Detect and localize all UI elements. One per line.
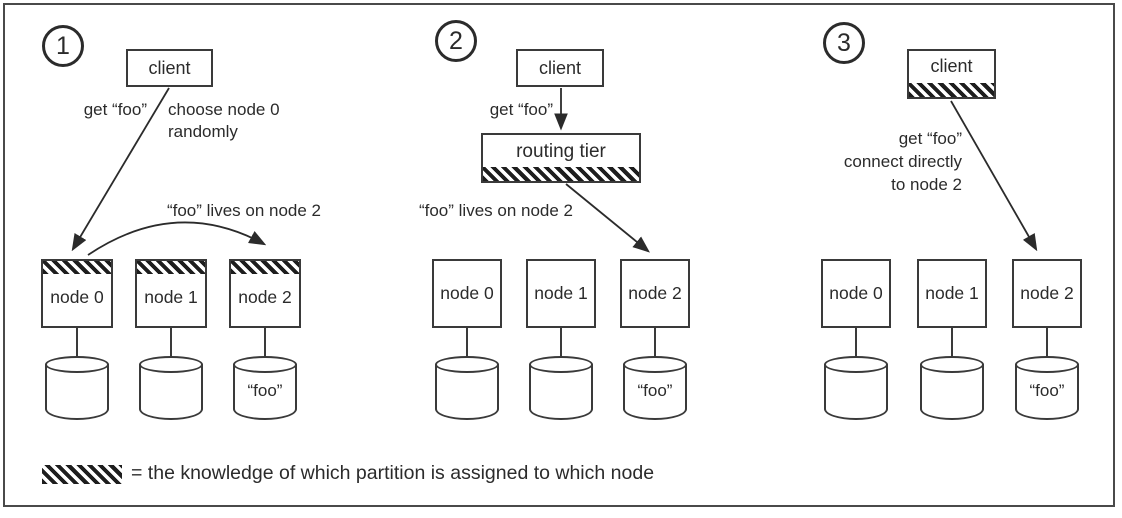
panel1-note-line1: choose node 0 (168, 100, 280, 119)
legend-text: = the knowledge of which partition is as… (131, 462, 655, 484)
panel2-forward-label: “foo” lives on node 2 (418, 201, 574, 220)
panel1-db-value: “foo” (247, 381, 283, 400)
panel1-request-label: get “foo” (83, 100, 147, 119)
panel3-note-line1: get “foo” (898, 129, 962, 148)
panel1-forward-label: “foo” lives on node 2 (166, 201, 322, 220)
panel2-number: 2 (449, 26, 463, 55)
panel3-node0-database-cylinder (824, 356, 888, 420)
panel2-node1-box: node 1 (526, 259, 596, 328)
panel2-request-label: get “foo” (489, 100, 553, 119)
panel3-node2-box: node 2 (1012, 259, 1082, 328)
panel1-node2-database-cylinder: “foo” (233, 356, 297, 420)
panel2-routing-tier-label: routing tier (516, 141, 606, 162)
panel3-number-badge: 3 (823, 22, 865, 64)
panel2-node1-label: node 1 (534, 283, 588, 303)
outer-border (3, 3, 1115, 507)
panel3-node1-label: node 1 (925, 283, 979, 303)
panel1-node0-box: node 0 (41, 259, 113, 328)
panel1-node0-hatch-strip (43, 261, 111, 274)
panel1-node1-label: node 1 (144, 287, 198, 307)
panel2-client-box: client (516, 49, 604, 87)
panel2-db-value: “foo” (637, 381, 673, 400)
panel3-node1-database-cylinder (920, 356, 984, 420)
panel3-node1-box: node 1 (917, 259, 987, 328)
panel3-node2-database-cylinder: “foo” (1015, 356, 1079, 420)
panel2-node2-box: node 2 (620, 259, 690, 328)
panel1-node0-database-cylinder (45, 356, 109, 420)
panel3-node0-box: node 0 (821, 259, 891, 328)
panel2-forward-arrow (565, 183, 650, 253)
panel1-node2-hatch-strip (231, 261, 299, 274)
panel1-number-badge: 1 (42, 25, 84, 67)
panel2-node2-database-cylinder: “foo” (623, 356, 687, 420)
panel3-client-hatch-strip (909, 83, 994, 97)
panel2-node1-database-cylinder (529, 356, 593, 420)
panel1-request-arrow (71, 87, 170, 252)
panel3-node2-label: node 2 (1020, 283, 1074, 303)
panel2-number-badge: 2 (435, 20, 477, 62)
panel1-forward-arc-arrow (87, 221, 267, 256)
panel3-number: 3 (837, 28, 851, 57)
panel2-node2-label: node 2 (628, 283, 682, 303)
panel1-node1-box: node 1 (135, 259, 207, 328)
panel2-routing-tier-box: routing tier (481, 133, 641, 183)
panel2-node0-database-cylinder (435, 356, 499, 420)
panel1-node2-box: node 2 (229, 259, 301, 328)
panel1-number: 1 (56, 31, 70, 60)
panel3-request-arrow (950, 100, 1038, 252)
panel1-node0-label: node 0 (50, 287, 104, 307)
panel3-client-box: client (907, 49, 996, 99)
panel1-node1-database-cylinder (139, 356, 203, 420)
panel1-client-box: client (126, 49, 213, 87)
panel3-note-line2: connect directly (843, 152, 962, 171)
panel2-node0-label: node 0 (440, 283, 494, 303)
panel1-node2-label: node 2 (238, 287, 292, 307)
panel1-note-line2: randomly (168, 122, 238, 141)
panel3-node0-label: node 0 (829, 283, 883, 303)
hatch-pattern-swatch (42, 465, 122, 484)
panel2-client-label: client (538, 57, 582, 78)
panel3-db-value: “foo” (1029, 381, 1065, 400)
panel2-node0-box: node 0 (432, 259, 502, 328)
panel1-client-label: client (148, 57, 191, 78)
panel3-note-line3: to node 2 (891, 175, 962, 194)
panel2-routing-tier-hatch-strip (483, 167, 639, 181)
panel1-node1-hatch-strip (137, 261, 205, 274)
panel3-client-label: client (930, 56, 973, 76)
